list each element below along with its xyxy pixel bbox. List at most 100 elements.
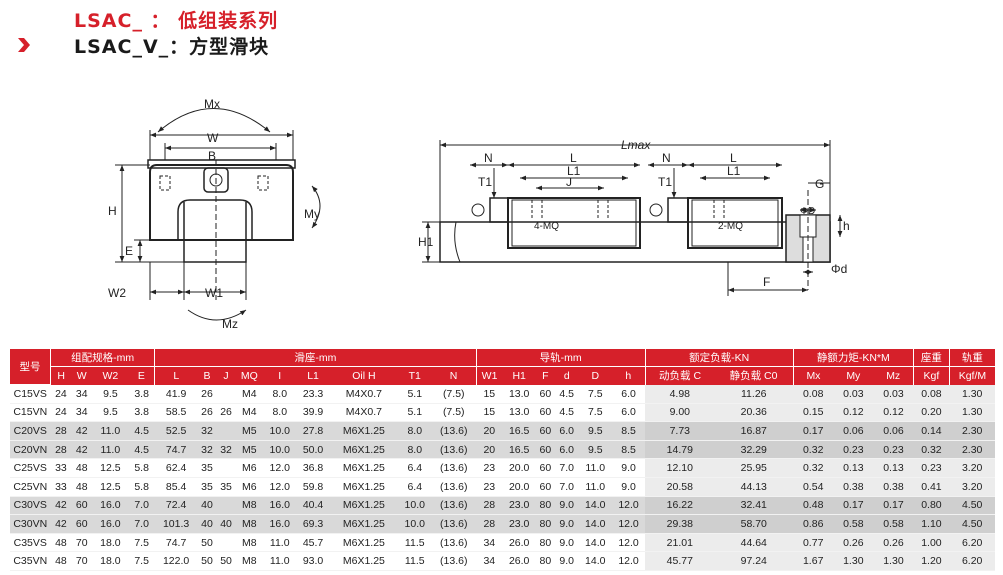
rail-section	[727, 182, 843, 296]
table-cell: 7.73	[645, 421, 715, 441]
column-header: L	[154, 366, 198, 385]
table-cell: 33	[50, 458, 72, 479]
table-cell: 0.23	[873, 440, 914, 460]
group-header: 静额力矩-KN*M	[792, 349, 914, 367]
table-cell: 58.70	[714, 514, 794, 534]
table-cell: 9.00	[645, 403, 715, 423]
column-header: h	[611, 366, 646, 385]
table-cell: 34	[476, 551, 503, 572]
label-2-mq: 2-MQ	[718, 221, 743, 232]
table-cell: 12.0	[611, 496, 646, 516]
column-header: E	[128, 366, 155, 385]
table-cell: 9.0	[554, 533, 579, 553]
column-header: Kgf/M	[948, 366, 995, 385]
table-cell: 93.0	[296, 551, 330, 572]
table-cell: 34	[71, 403, 93, 423]
table-cell: M8	[235, 496, 264, 516]
table-cell: 52.5	[154, 421, 198, 441]
table-cell: 3.20	[949, 477, 995, 497]
product-title: LSAC_V_：方型滑块	[74, 36, 270, 58]
table-cell: 40	[216, 514, 236, 534]
label-phi-d-lower: Φd	[831, 262, 847, 276]
table-cell: 60	[71, 496, 93, 516]
table-cell: 12.10	[645, 458, 715, 479]
label-w2: W2	[108, 286, 126, 300]
table-cell: M8	[235, 533, 264, 553]
table-cell: 14.0	[578, 551, 612, 572]
table-cell: 6.4	[398, 477, 432, 497]
table-cell: 4.5	[128, 440, 155, 460]
table-cell: 1.30	[833, 551, 874, 572]
label-lmax: Lmax	[621, 138, 651, 152]
table-cell: 0.32	[913, 440, 950, 460]
table-cell: 42	[50, 514, 72, 534]
table-cell: 48	[71, 477, 93, 497]
table-cell: 36.8	[296, 458, 330, 479]
table-cell: 5.8	[128, 477, 155, 497]
table-cell: 0.12	[873, 403, 914, 423]
table-cell: M5	[235, 421, 264, 441]
table-cell: 6.4	[398, 458, 432, 479]
table-cell: 20.36	[714, 403, 794, 423]
table-cell: 80	[535, 514, 555, 534]
table-cell: 16.87	[714, 421, 794, 441]
column-header: L1	[296, 366, 330, 385]
table-cell: M6X1.25	[329, 533, 399, 553]
label-b: B	[208, 149, 216, 163]
table-cell: 60	[535, 403, 555, 423]
table-cell: 0.14	[913, 421, 950, 441]
table-cell: M4	[235, 384, 264, 404]
table-cell: (13.6)	[431, 496, 477, 516]
table-cell: 9.0	[554, 496, 579, 516]
table-cell: 12.0	[611, 551, 646, 572]
table-cell	[216, 421, 236, 441]
table-cell: 1.00	[913, 533, 950, 553]
table-cell: 3.8	[128, 384, 155, 404]
table-cell: 70	[71, 551, 93, 572]
column-header: MQ	[235, 366, 264, 385]
table-cell: M6X1.25	[329, 496, 399, 516]
table-cell: 62.4	[154, 458, 198, 479]
page-header: LSAC_ ： 低组装系列 LSAC_V_：方型滑块	[18, 8, 278, 60]
table-cell: M8	[235, 514, 264, 534]
table-cell: 18.0	[92, 551, 129, 572]
column-header: W2	[92, 366, 129, 385]
table-cell: 11.0	[263, 533, 297, 553]
table-cell: 9.5	[578, 440, 612, 460]
table-cell: 14.79	[645, 440, 715, 460]
table-cell: 0.03	[873, 384, 914, 404]
table-cell: 42	[71, 421, 93, 441]
table-cell: 27.8	[296, 421, 330, 441]
table-cell: 26	[197, 403, 217, 423]
table-cell: 7.5	[128, 551, 155, 572]
table-cell: 10.0	[263, 421, 297, 441]
table-cell: 60	[535, 458, 555, 479]
table-cell: 74.7	[154, 533, 198, 553]
table-cell: M6	[235, 458, 264, 479]
table-cell: 0.06	[833, 421, 874, 441]
label-f: F	[763, 275, 770, 289]
table-cell: 11.5	[398, 533, 432, 553]
table-cell: 20	[476, 421, 503, 441]
table-cell: 72.4	[154, 496, 198, 516]
table-cell: 4.50	[949, 496, 995, 516]
model-cell: C25VN	[10, 477, 51, 497]
table-cell: M4	[235, 403, 264, 423]
table-cell: 0.17	[793, 421, 834, 441]
table-cell: 0.06	[873, 421, 914, 441]
table-cell: 6.0	[554, 440, 579, 460]
table-cell: 20.0	[502, 458, 536, 479]
table-cell: 13.0	[502, 403, 536, 423]
model-header: 型号	[10, 349, 51, 386]
table-cell: 0.15	[793, 403, 834, 423]
table-cell: 80	[535, 533, 555, 553]
column-header: d	[554, 366, 579, 385]
table-cell	[216, 458, 236, 479]
column-header: F	[535, 366, 555, 385]
table-cell: 5.8	[128, 458, 155, 479]
table-cell: 20.58	[645, 477, 715, 497]
